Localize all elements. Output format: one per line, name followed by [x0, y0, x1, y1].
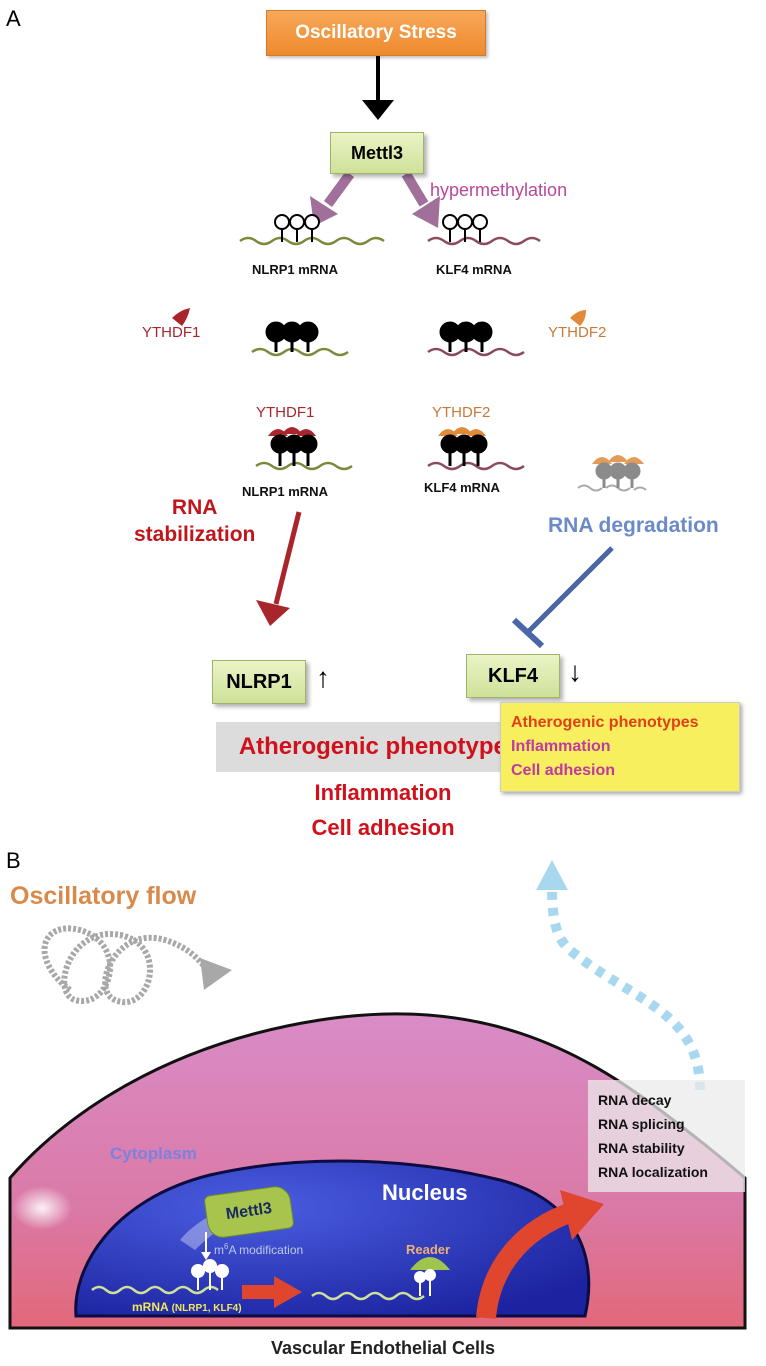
nuclear-mrna-label: mRNA (NLRP1, KLF4) — [132, 1300, 242, 1314]
klf4-mrna-methylated — [427, 214, 541, 246]
m6a-superscript: 6 — [224, 1242, 229, 1251]
mrna-text: mRNA — [132, 1300, 169, 1314]
mrna-to-reader-arrow — [242, 1276, 302, 1308]
m6a-suffix: A modification — [228, 1243, 304, 1257]
hypermethylation-label: hypermethylation — [430, 180, 568, 200]
cytoplasm-label: Cytoplasm — [110, 1144, 197, 1163]
panel-b-caption: Vascular Endothelial Cells — [270, 1338, 496, 1358]
m6a-modification-label: m6A modification — [214, 1242, 303, 1257]
oscillatory-flow-label: Oscillatory flow — [10, 882, 197, 910]
rna-stabilization-line1: RNA — [171, 496, 218, 519]
nlrp1-mrna-label-2: NLRP1 mRNA — [242, 484, 328, 499]
cell-highlight — [12, 1186, 72, 1230]
mettl3-right-arrow — [401, 171, 440, 228]
rna-function-item: RNA decay — [598, 1092, 672, 1108]
degrading-mrna — [577, 455, 647, 492]
panel-b-letter: B — [6, 848, 21, 873]
klf4-mrna-marked — [427, 321, 525, 357]
panel-a-letter: A — [6, 6, 21, 31]
klf4-protein-box: KLF4 — [466, 654, 560, 698]
nlrp1-mrna-marked — [251, 321, 349, 357]
nlrp1-up-arrow: ↑ — [316, 662, 330, 693]
dotted-path-to-phenotypes — [536, 860, 705, 1091]
ythdf2-reader-shape — [570, 310, 586, 326]
ythdf1-label: YTHDF1 — [142, 324, 201, 341]
nlrp1-mrna-ythdf1-bound — [255, 427, 353, 471]
phenotype-cell-adhesion: Cell adhesion — [311, 815, 455, 840]
nuclear-mrna-2 — [311, 1257, 450, 1301]
panel-b-phenotype-adhesion: Cell adhesion — [511, 762, 616, 779]
rna-degradation-label: RNA degradation — [548, 514, 719, 537]
ythdf1-bound-label: YTHDF1 — [256, 404, 315, 421]
nlrp1-protein-box: NLRP1 — [212, 660, 306, 704]
rna-stabilization-label: RNA stabilization — [134, 494, 255, 548]
rna-stabilization-line2: stabilization — [134, 523, 256, 546]
reader-protein-icon — [410, 1257, 450, 1270]
oscillatory-stress-box: Oscillatory Stress — [266, 10, 486, 56]
klf4-mrna-label: KLF4 mRNA — [436, 262, 512, 277]
panel-b-phenotype-box: Atherogenic phenotypes Inflammation Cell… — [500, 702, 740, 792]
rna-stabilization-arrow — [256, 511, 302, 626]
rna-degradation-inhibit — [511, 546, 614, 649]
nucleus-label: Nucleus — [382, 1180, 468, 1205]
klf4-mrna-ythdf2-bound — [427, 427, 525, 471]
nlrp1-mrna-label: NLRP1 mRNA — [252, 262, 338, 277]
atherogenic-phenotypes-title: Atherogenic phenotypes — [238, 733, 521, 760]
mrna-genes: (NLRP1, KLF4) — [171, 1303, 242, 1314]
phenotype-inflammation: Inflammation — [314, 780, 452, 805]
nlrp1-mrna-methylated — [239, 214, 385, 246]
output-curved-arrow — [476, 1190, 604, 1320]
reader-label: Reader — [406, 1242, 451, 1257]
rna-functions-box: RNA decay RNA splicing RNA stability RNA… — [588, 1080, 745, 1192]
ythdf2-bound-label: YTHDF2 — [432, 404, 491, 421]
atherogenic-phenotypes-box: Atherogenic phenotypes — [216, 722, 543, 772]
mettl3-box: Mettl3 — [330, 132, 424, 174]
m6a-prefix: m — [214, 1243, 224, 1257]
klf4-mrna-label-2: KLF4 mRNA — [424, 480, 500, 495]
ythdf1-reader-shape — [172, 308, 190, 326]
rna-function-item: RNA splicing — [598, 1116, 685, 1132]
klf4-down-arrow: ↓ — [568, 656, 582, 687]
rna-function-item: RNA localization — [598, 1164, 708, 1180]
rna-function-item: RNA stability — [598, 1140, 685, 1156]
panel-b-phenotype-inflammation: Inflammation — [511, 738, 611, 755]
nuclear-mrna-1 — [91, 1259, 229, 1295]
panel-b-phenotype-title: Atherogenic phenotypes — [511, 714, 699, 731]
ythdf2-label: YTHDF2 — [548, 324, 607, 341]
oscillatory-flow-swirl-icon — [41, 925, 222, 1006]
flow-arrowhead-icon — [200, 958, 232, 990]
